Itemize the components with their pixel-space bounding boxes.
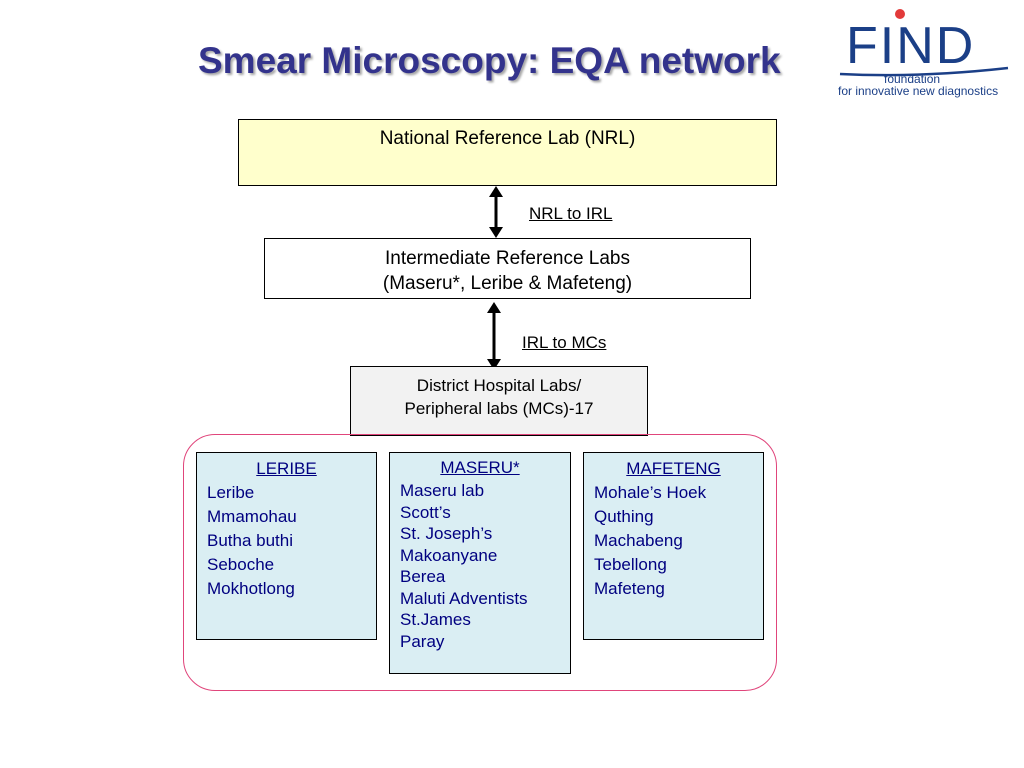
logo-wordmark: FIND: [846, 17, 975, 75]
lab-item: Butha buthi: [207, 531, 294, 550]
find-logo-graphic: FIND foundation for innovative new diagn…: [838, 9, 1009, 98]
district-leribe: LERIBE Leribe Mmamohau Butha buthi Seboc…: [196, 452, 377, 640]
lab-item: Mokhotlong: [207, 579, 295, 598]
district-heading: LERIBE: [256, 459, 317, 478]
lab-item: Berea: [400, 567, 446, 586]
link-label-nrl-irl: NRL to IRL: [529, 204, 613, 223]
lab-item: Quthing: [594, 507, 654, 526]
logo-tagline-1: foundation: [884, 72, 940, 86]
district-heading: MASERU*: [440, 458, 520, 477]
lab-list: Leribe Mmamohau Butha buthi Seboche Mokh…: [207, 481, 376, 601]
lab-item: Tebellong: [594, 555, 667, 574]
lab-item: Mmamohau: [207, 507, 297, 526]
lab-list: Maseru lab Scott’s St. Joseph’s Makoanya…: [400, 480, 570, 652]
district-group-frame: [183, 434, 777, 691]
irl-node: Intermediate Reference Labs (Maseru*, Le…: [264, 238, 751, 299]
logo-dot-icon: [895, 9, 905, 19]
lab-item: Machabeng: [594, 531, 683, 550]
double-arrow-icon: [487, 302, 501, 370]
logo-tagline-2: for innovative new diagnostics: [838, 84, 998, 98]
mc-label-line2: Peripheral labs (MCs)-17: [404, 399, 594, 418]
mc-node: District Hospital Labs/ Peripheral labs …: [350, 366, 648, 436]
lab-item: Mafeteng: [594, 579, 665, 598]
nrl-node: National Reference Lab (NRL): [238, 119, 777, 186]
lab-item: Maseru lab: [400, 481, 485, 500]
lab-item: Scott’s: [400, 502, 451, 522]
logo-swoosh-icon: [839, 66, 1009, 77]
district-maseru: MASERU* Maseru lab Scott’s St. Joseph’s …: [389, 452, 571, 674]
lab-item: Leribe: [207, 483, 255, 502]
lab-item: Mohale’s Hoek: [594, 483, 707, 502]
lab-item: Maluti Adventists: [400, 588, 528, 608]
lab-item: St. Joseph’s: [400, 524, 493, 543]
mc-label-line1: District Hospital Labs/: [416, 376, 582, 395]
lab-item: St.James: [400, 610, 471, 629]
lab-item: Seboche: [207, 555, 275, 574]
nrl-label: National Reference Lab (NRL): [379, 128, 636, 149]
find-logo: FIND foundation for innovative new diagn…: [838, 8, 1014, 98]
link-label-irl-mc: IRL to MCs: [522, 333, 607, 352]
irl-label-line1: Intermediate Reference Labs: [384, 248, 631, 269]
district-mafeteng: MAFETENG Mohale’s Hoek Quthing Machabeng…: [583, 452, 764, 640]
lab-item: Paray: [400, 631, 445, 651]
district-heading: MAFETENG: [626, 459, 721, 478]
double-arrow-icon: [489, 186, 503, 238]
slide-title: Smear Microscopy: EQA network: [198, 40, 781, 81]
lab-list: Mohale’s Hoek Quthing Machabeng Tebellon…: [594, 481, 763, 601]
lab-item: Makoanyane: [400, 545, 498, 565]
irl-label-line2: (Maseru*, Leribe & Mafeteng): [382, 273, 633, 294]
